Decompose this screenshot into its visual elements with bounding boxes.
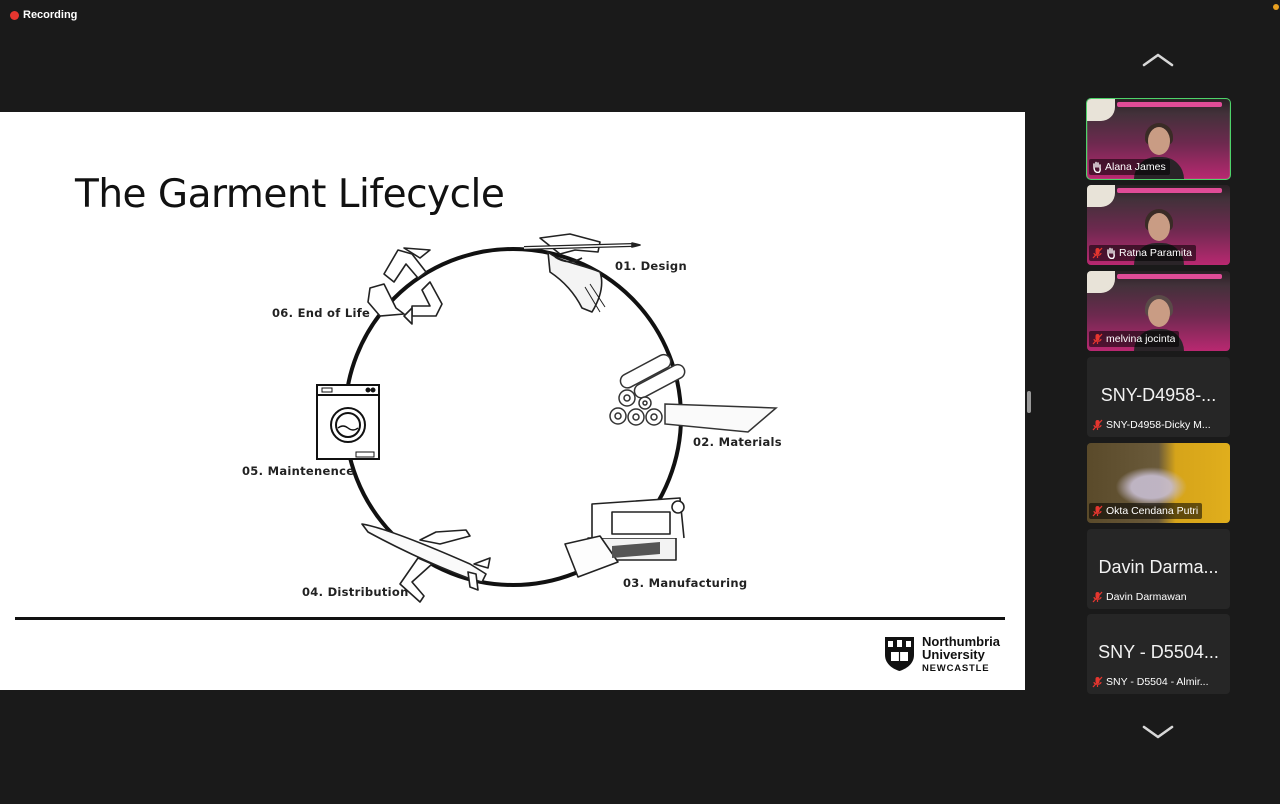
raised-hand-icon xyxy=(1107,247,1115,259)
participant-tile[interactable]: Davin Darma... Davin Darmawan xyxy=(1087,529,1230,609)
participant-name-tag: Ratna Paramita xyxy=(1089,245,1196,261)
chevron-up-icon xyxy=(1142,53,1174,67)
sewing-machine-icon xyxy=(564,497,685,578)
participant-tile[interactable]: SNY - D5504... SNY - D5504 - Almir... xyxy=(1087,614,1230,694)
stage-label-end-of-life: 06. End of Life xyxy=(272,306,370,320)
status-dot-icon xyxy=(1273,4,1279,10)
logo-line-university: University xyxy=(922,647,985,662)
shared-screen-slide: The Garment Lifecycle xyxy=(0,112,1025,690)
university-crest-icon xyxy=(885,637,914,671)
stage-label-materials: 02. Materials xyxy=(693,435,782,449)
lifecycle-diagram: 01. Design 02. Materials 03. Manufacturi… xyxy=(242,233,782,603)
logo-line-northumbria: Northumbria xyxy=(922,634,1000,649)
participant-name: Davin Darmawan xyxy=(1106,591,1187,603)
logo-line-newcastle: NEWCASTLE xyxy=(922,663,990,674)
participant-name-tag: Okta Cendana Putri xyxy=(1089,503,1203,519)
airplane-icon xyxy=(361,523,491,603)
participant-display-name: SNY-D4958-... xyxy=(1100,385,1217,405)
hand-pencil-icon xyxy=(523,233,641,313)
mic-muted-icon xyxy=(1092,676,1103,688)
gallery-scroll-up-button[interactable] xyxy=(1141,50,1175,70)
recording-label: Recording xyxy=(23,9,78,21)
raised-hand-icon xyxy=(1093,161,1101,173)
recycle-icon xyxy=(367,247,443,325)
participant-name: Okta Cendana Putri xyxy=(1106,505,1199,517)
participant-name: melvina jocinta xyxy=(1106,333,1176,345)
stage-label-distribution: 04. Distribution xyxy=(302,585,409,599)
participant-name-tag: melvina jocinta xyxy=(1089,331,1180,347)
participant-name-tag: Davin Darmawan xyxy=(1089,589,1191,605)
participant-name-tag: Alana James xyxy=(1089,159,1170,175)
mic-muted-icon xyxy=(1092,419,1103,431)
participant-display-name: SNY - D5504... xyxy=(1098,642,1219,662)
participant-tile[interactable]: Ratna Paramita xyxy=(1087,185,1230,265)
recording-indicator[interactable]: Recording xyxy=(10,8,77,22)
fabric-rolls-icon xyxy=(609,353,778,433)
stage-label-maintenence: 05. Maintenence xyxy=(242,464,354,478)
university-logo: Northumbria University NEWCASTLE xyxy=(884,635,1000,675)
stage-label-design: 01. Design xyxy=(615,259,687,273)
participant-tile[interactable]: SNY-D4958-... SNY-D4958-Dicky M... xyxy=(1087,357,1230,437)
mic-muted-icon xyxy=(1092,333,1103,345)
participant-name-tag: SNY - D5504 - Almir... xyxy=(1089,674,1213,690)
slide-title: The Garment Lifecycle xyxy=(75,172,505,217)
mic-muted-icon xyxy=(1092,591,1103,603)
participant-tile[interactable]: melvina jocinta xyxy=(1087,271,1230,351)
stage-label-manufacturing: 03. Manufacturing xyxy=(623,576,747,590)
participant-name: Alana James xyxy=(1105,161,1166,173)
mic-muted-icon xyxy=(1092,505,1103,517)
participant-tile[interactable]: Alana James xyxy=(1086,98,1231,180)
gallery-scroll-down-button[interactable] xyxy=(1141,722,1175,742)
splitter-handle[interactable] xyxy=(1027,391,1031,413)
washing-machine-icon xyxy=(316,384,380,460)
slide-divider xyxy=(15,617,1005,620)
participant-name-tag: SNY-D4958-Dicky M... xyxy=(1089,417,1215,433)
participant-tile[interactable]: Okta Cendana Putri xyxy=(1087,443,1230,523)
chevron-down-icon xyxy=(1142,725,1174,739)
mic-muted-icon xyxy=(1092,247,1103,259)
recording-dot-icon xyxy=(10,10,19,20)
participant-name: Ratna Paramita xyxy=(1119,247,1192,259)
participant-name: SNY - D5504 - Almir... xyxy=(1106,676,1209,688)
participant-display-name: Davin Darma... xyxy=(1098,557,1219,577)
participant-name: SNY-D4958-Dicky M... xyxy=(1106,419,1211,431)
